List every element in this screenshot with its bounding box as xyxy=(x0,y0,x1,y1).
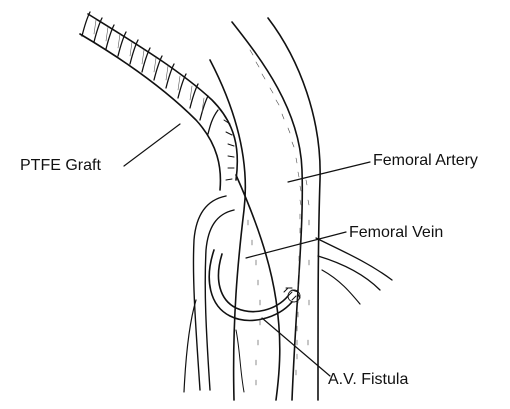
leader-lines xyxy=(124,124,370,376)
femoral-vein xyxy=(210,60,280,400)
femoral-artery xyxy=(232,18,392,400)
label-av-fistula: A.V. Fistula xyxy=(328,372,408,388)
label-femoral-artery: Femoral Artery xyxy=(373,153,478,169)
ptfe-graft xyxy=(80,12,237,190)
label-femoral-vein: Femoral Vein xyxy=(349,225,443,241)
leader-artery xyxy=(288,162,370,182)
label-ptfe-graft: PTFE Graft xyxy=(20,158,101,174)
left-vessel xyxy=(184,196,234,392)
av-fistula xyxy=(209,250,300,320)
leader-graft xyxy=(124,124,180,166)
